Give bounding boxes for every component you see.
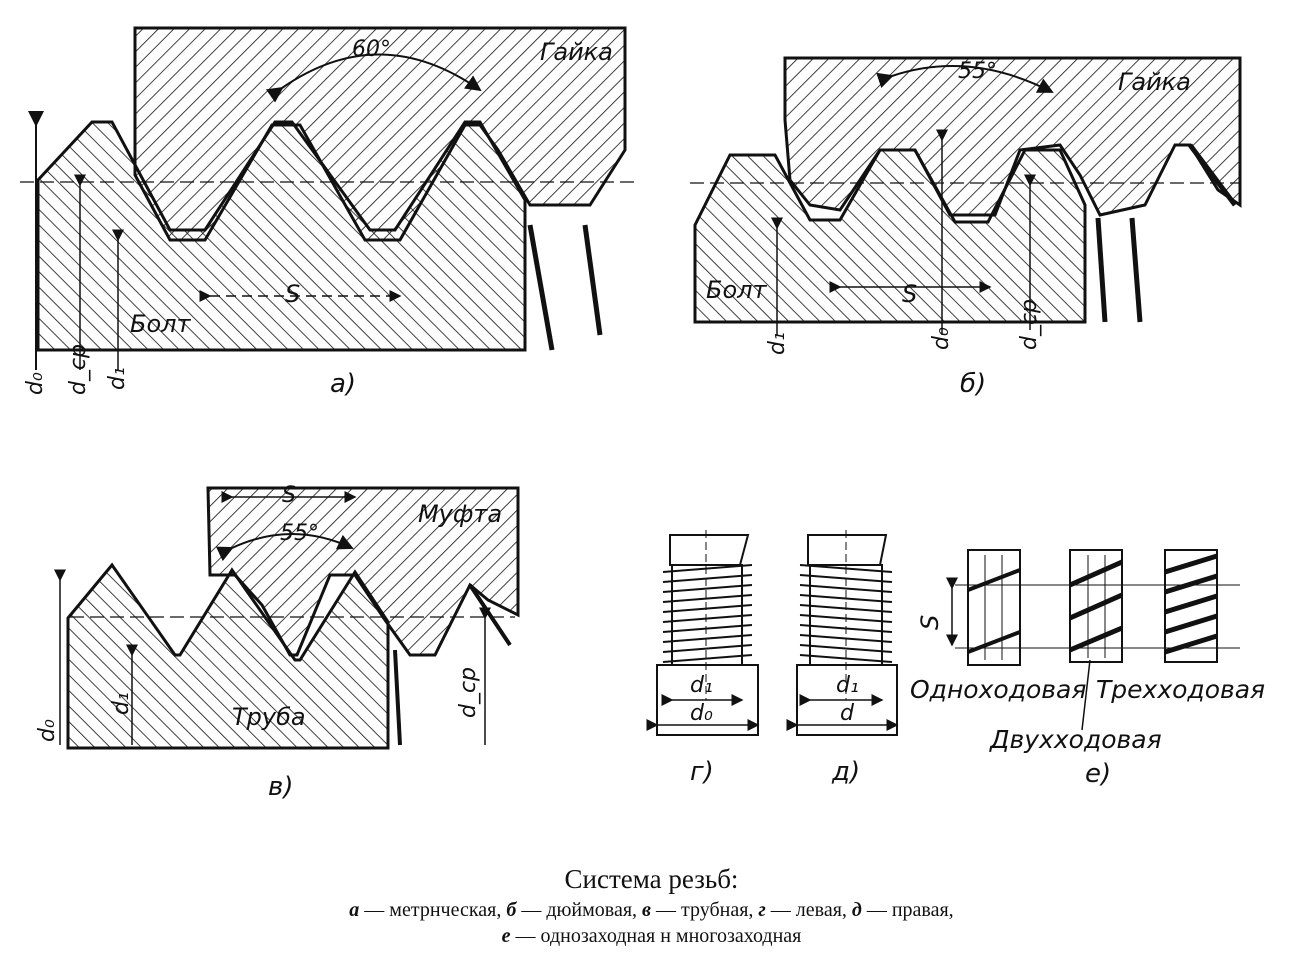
d1-label-v: d₁ bbox=[109, 692, 134, 715]
panel-b-inch: 55° Гайка Болт S d₁ d₀ d_cp б) bbox=[690, 56, 1242, 399]
caption-e: е) bbox=[1085, 759, 1111, 789]
pitch-label-e: S bbox=[916, 615, 944, 630]
panel-g-left-thread: d₁ d₀ г) bbox=[646, 530, 760, 787]
panel-a-metric: 60° Гайка Болт S d₀ d_cp d₁ а) bbox=[20, 26, 640, 399]
label-double-start: Двухходовая bbox=[989, 725, 1162, 754]
caption-b: б) bbox=[960, 369, 986, 399]
nut-label-b: Гайка bbox=[1118, 68, 1191, 96]
line1-key-0: а bbox=[349, 899, 360, 921]
angle-label-55-b: 55° bbox=[958, 59, 997, 84]
figure-caption-line-1: а — метрнческая, б — дюймовая, в — трубн… bbox=[0, 899, 1303, 922]
angle-label-55-v: 55° bbox=[280, 521, 319, 546]
pitch-label-a: S bbox=[285, 280, 300, 308]
bolt-body bbox=[693, 148, 1087, 324]
line1-key-4: д bbox=[851, 899, 862, 921]
line1-text-4: — правая, bbox=[861, 899, 954, 921]
bolt-label-b: Болт bbox=[706, 276, 767, 304]
caption-a: а) bbox=[330, 369, 356, 399]
angle-label-60: 60° bbox=[352, 37, 391, 62]
figure-caption-title: Система резьб: bbox=[564, 864, 739, 894]
d1-label-a: d₁ bbox=[105, 367, 130, 390]
line2-text-0: — однозаходная н многозаходная bbox=[510, 925, 802, 947]
d1-label-g: d₁ bbox=[690, 673, 713, 698]
d1-label-d: d₁ bbox=[836, 673, 859, 698]
d0-label-g: d₀ bbox=[690, 701, 713, 726]
line1-text-2: — трубная, bbox=[650, 899, 759, 921]
line1-text-1: — дюймовая, bbox=[516, 899, 643, 921]
rod-triple-start bbox=[1164, 549, 1218, 663]
d-label-d: d bbox=[840, 701, 855, 726]
nut-label-a: Гайка bbox=[540, 38, 613, 66]
caption-d: д) bbox=[831, 757, 860, 787]
panel-v-pipe: S 55° Муфта Труба d₀ d₁ d_cp в) bbox=[35, 483, 520, 802]
dcp-label-a: d_cp bbox=[66, 344, 91, 395]
rod-double-start bbox=[1068, 549, 1124, 663]
d0-label-v: d₀ bbox=[35, 719, 60, 742]
pipe-label: Труба bbox=[232, 703, 306, 731]
dcp-label-b: d_cp bbox=[1017, 299, 1042, 350]
caption-g: г) bbox=[690, 757, 714, 787]
label-single-start: Одноходовая bbox=[910, 675, 1086, 704]
pitch-label-v: S bbox=[282, 483, 296, 508]
pitch-label-b: S bbox=[902, 280, 917, 308]
bolt-label-a: Болт bbox=[130, 310, 191, 338]
line1-key-2: в bbox=[642, 899, 651, 921]
line1-text-3: — левая, bbox=[765, 899, 852, 921]
rod-single-start bbox=[967, 549, 1021, 666]
d0-label-b: d₀ bbox=[929, 327, 954, 350]
line2-key-0: е bbox=[501, 925, 511, 947]
figure-caption-line-2: е — однозаходная н многозаходная bbox=[0, 925, 1303, 948]
bolt-body bbox=[36, 120, 527, 352]
panel-d-right-thread: d₁ d д) bbox=[786, 530, 899, 787]
pipe-body bbox=[66, 562, 390, 750]
line1-key-1: б bbox=[506, 899, 517, 921]
label-triple-start: Трехходовая bbox=[1096, 675, 1265, 704]
caption-v: в) bbox=[268, 772, 293, 802]
d1-label-b: d₁ bbox=[765, 332, 790, 355]
line1-text-0: — метрнческая, bbox=[359, 899, 507, 921]
d0-label-a: d₀ bbox=[23, 372, 48, 395]
line1-key-3: г bbox=[758, 899, 766, 921]
dcp-label-v: d_cp bbox=[456, 667, 481, 718]
coupling-label: Муфта bbox=[418, 500, 502, 528]
panel-e-multistart: S Одноходовая Трехходовая Двухходовая е) bbox=[910, 549, 1265, 789]
